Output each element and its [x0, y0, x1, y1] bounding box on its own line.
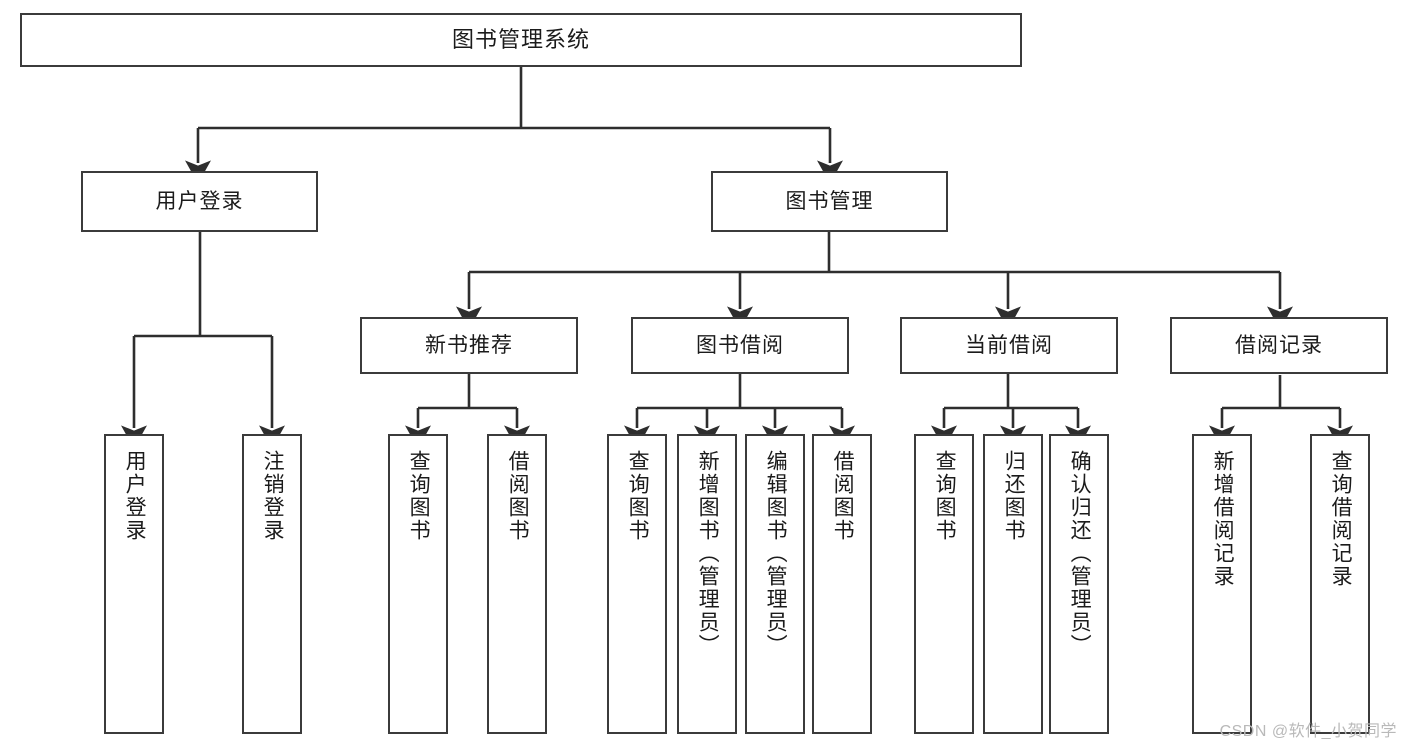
node-label: 注销登录 [261, 450, 285, 542]
node-label: 新增图书（管理员） [696, 450, 720, 657]
node-book-manage[interactable]: 图书管理 [711, 171, 948, 232]
node-label: 新增借阅记录 [1211, 450, 1235, 588]
node-label: 查询图书 [626, 450, 650, 542]
node-leaf-return-book[interactable]: 归还图书 [983, 434, 1043, 734]
node-new-book-recommend[interactable]: 新书推荐 [360, 317, 578, 374]
watermark: CSDN @软件_小贺同学 [1219, 723, 1397, 740]
node-label: 借阅图书 [506, 450, 530, 542]
node-leaf-query-book-current[interactable]: 查询图书 [914, 434, 974, 734]
node-leaf-query-book-recommend[interactable]: 查询图书 [388, 434, 448, 734]
node-label: 图书管理 [785, 189, 874, 213]
node-user-login[interactable]: 用户登录 [81, 171, 318, 232]
node-leaf-query-borrow-record[interactable]: 查询借阅记录 [1310, 434, 1370, 734]
node-label: 图书管理系统 [451, 26, 590, 52]
node-label: 查询图书 [407, 450, 431, 542]
node-label: 用户登录 [155, 189, 244, 213]
node-label: 借阅图书 [831, 450, 855, 542]
node-leaf-confirm-return-admin[interactable]: 确认归还（管理员） [1049, 434, 1109, 734]
node-label: 新书推荐 [425, 333, 513, 357]
node-book-borrow[interactable]: 图书借阅 [631, 317, 849, 374]
node-leaf-borrow-book[interactable]: 借阅图书 [812, 434, 872, 734]
node-leaf-borrow-book-recommend[interactable]: 借阅图书 [487, 434, 547, 734]
node-borrow-record[interactable]: 借阅记录 [1170, 317, 1388, 374]
node-label: 图书借阅 [696, 333, 784, 357]
node-label: 用户登录 [123, 450, 147, 542]
node-label: 查询图书 [933, 450, 957, 542]
node-label: 确认归还（管理员） [1068, 450, 1092, 657]
node-current-borrow[interactable]: 当前借阅 [900, 317, 1118, 374]
node-leaf-user-login[interactable]: 用户登录 [104, 434, 164, 734]
node-leaf-add-borrow-record[interactable]: 新增借阅记录 [1192, 434, 1252, 734]
node-leaf-logout-login[interactable]: 注销登录 [242, 434, 302, 734]
node-label: 借阅记录 [1235, 333, 1323, 357]
node-label: 当前借阅 [965, 333, 1053, 357]
node-leaf-edit-book-admin[interactable]: 编辑图书（管理员） [745, 434, 805, 734]
node-root-book-management-system[interactable]: 图书管理系统 [20, 13, 1022, 67]
node-label: 查询借阅记录 [1329, 450, 1353, 588]
node-leaf-add-book-admin[interactable]: 新增图书（管理员） [677, 434, 737, 734]
node-label: 归还图书 [1002, 450, 1026, 542]
node-leaf-query-book-borrow[interactable]: 查询图书 [607, 434, 667, 734]
node-label: 编辑图书（管理员） [764, 450, 788, 657]
